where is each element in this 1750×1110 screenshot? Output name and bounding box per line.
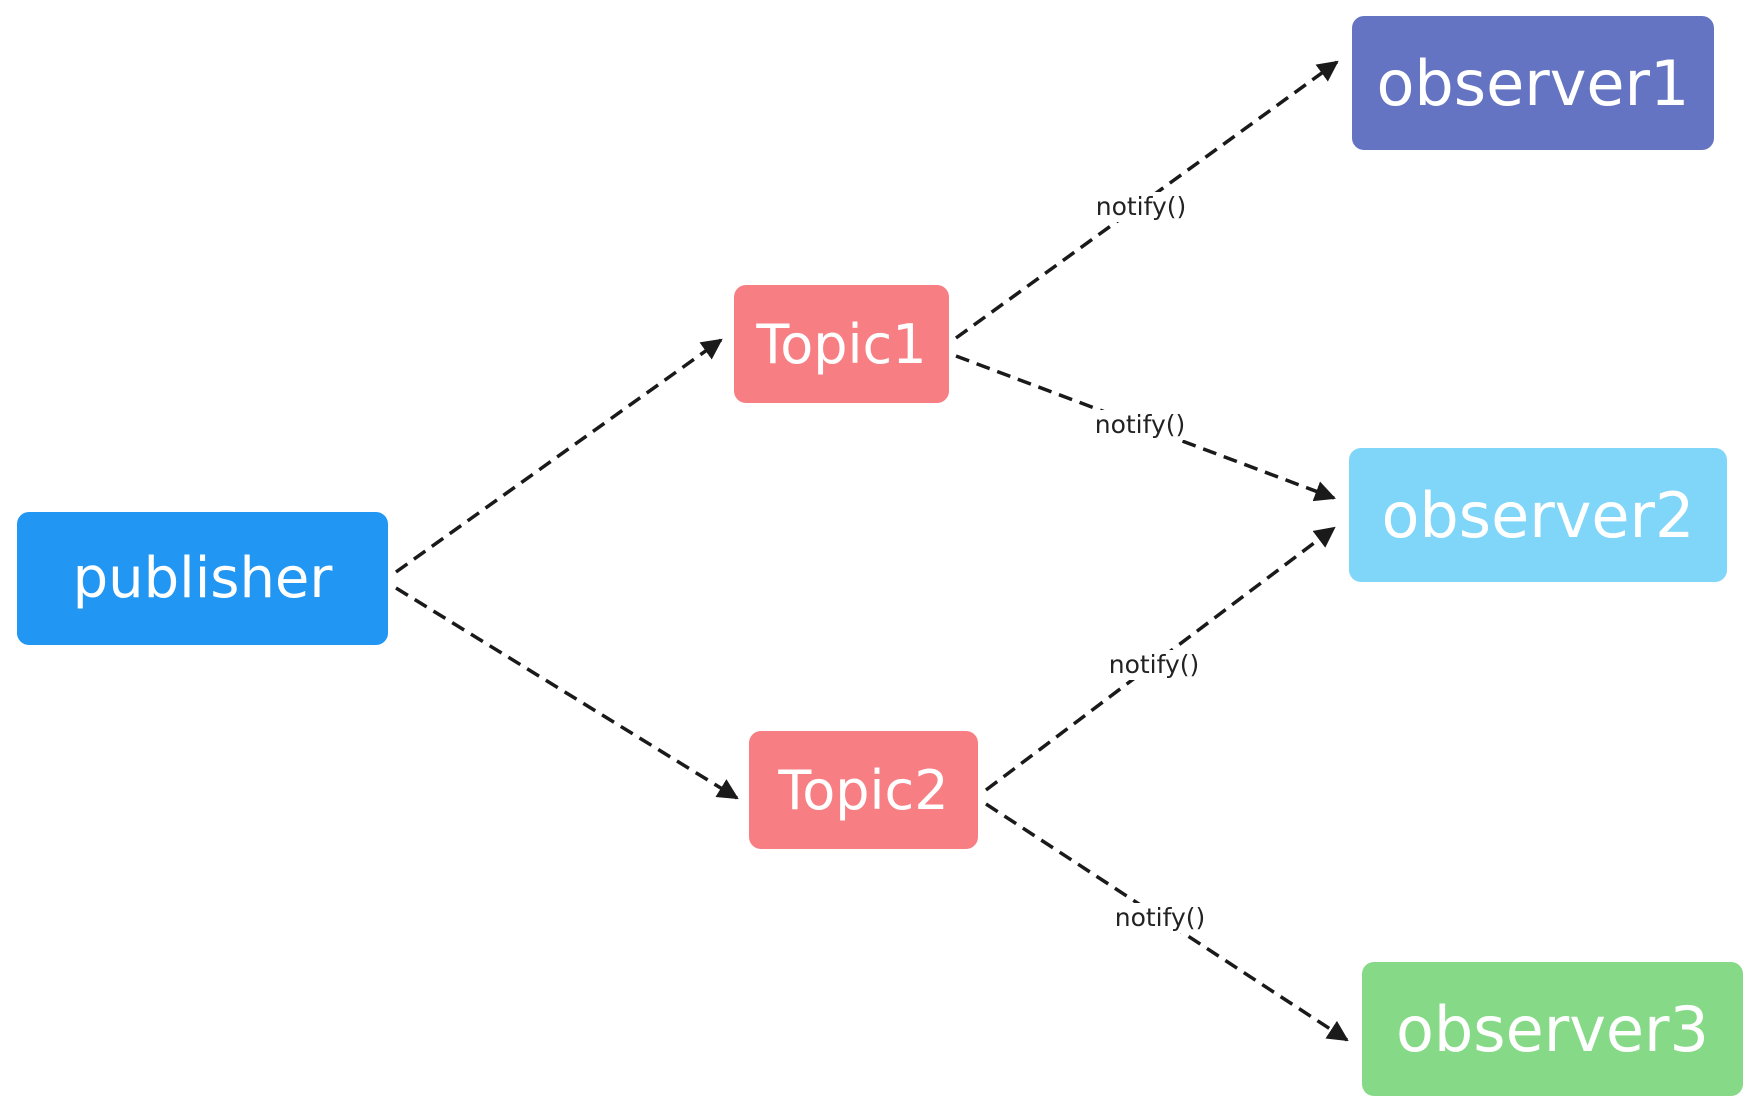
topic2-label: Topic2 — [778, 758, 949, 822]
edge-topic2-observer3 — [985, 802, 1349, 1042]
edge-label-topic1-observer1: notify() — [1092, 192, 1190, 222]
edge-label-topic1-observer2: notify() — [1091, 410, 1189, 440]
observer1-label: observer1 — [1376, 46, 1690, 120]
topic1-node: Topic1 — [734, 285, 949, 403]
edge-publisher-topic2 — [395, 586, 739, 800]
observer3-label: observer3 — [1396, 992, 1709, 1066]
edge-topic1-observer1 — [954, 60, 1339, 340]
observer2-node: observer2 — [1349, 448, 1727, 582]
observer3-node: observer3 — [1362, 962, 1743, 1096]
edge-label-topic2-observer3: notify() — [1111, 903, 1209, 933]
observer1-node: observer1 — [1352, 16, 1714, 150]
publisher-label: publisher — [72, 546, 333, 611]
edge-label-topic2-observer2: notify() — [1105, 650, 1203, 680]
publisher-node: publisher — [17, 512, 388, 645]
observer2-label: observer2 — [1381, 478, 1695, 552]
topic1-label: Topic1 — [756, 312, 927, 376]
edge-publisher-topic1 — [394, 338, 723, 574]
topic2-node: Topic2 — [749, 731, 978, 849]
edge-topic2-observer2 — [984, 526, 1336, 792]
